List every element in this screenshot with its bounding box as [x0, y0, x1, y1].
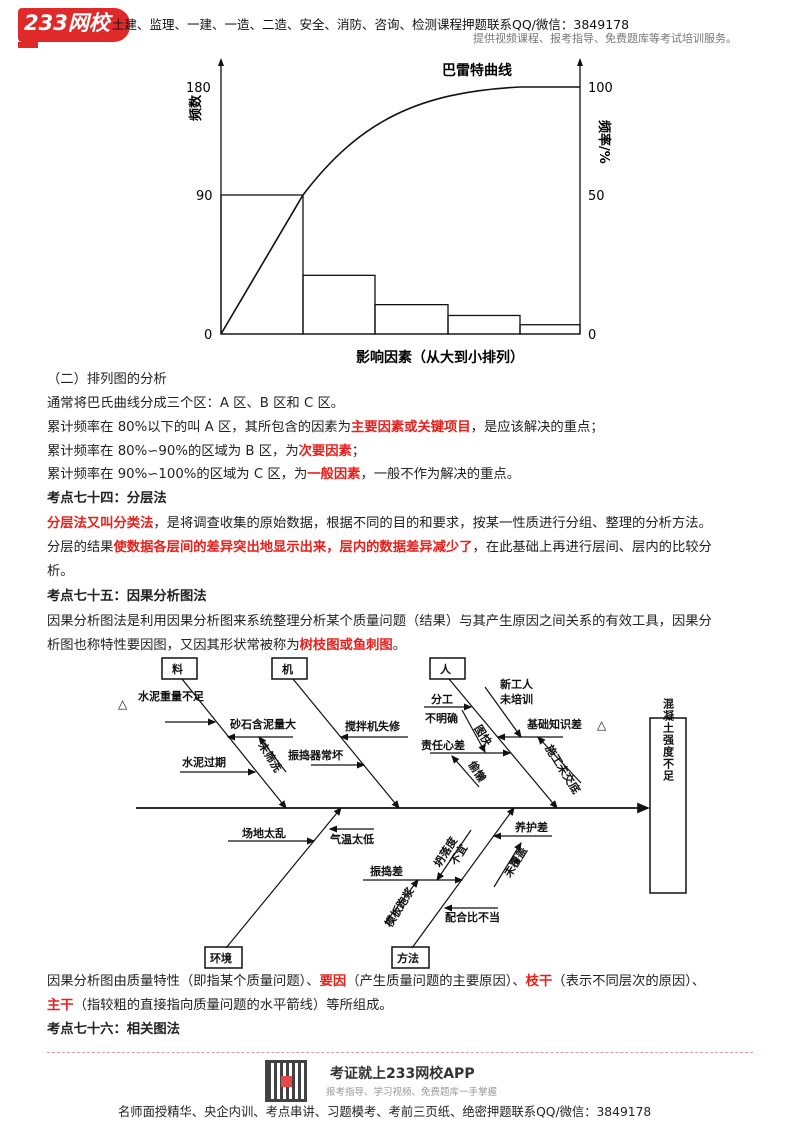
header-text: 土建、监理、一建、一造、二造、安全、消防、咨询、检测课程押题联系QQ/微信：38… — [112, 17, 630, 32]
section-heading: 考点七十五：因果分析图法 — [47, 589, 207, 604]
right-tick: 0 — [588, 328, 596, 343]
bone-machine — [292, 678, 400, 809]
bone-environment — [225, 807, 342, 949]
triangle-marker-icon: △ — [597, 718, 607, 732]
right-tick: 100 — [588, 81, 613, 96]
fishbone-diagram: 料 机 人 环境 方法 混凝土强度不足 △ △ 水泥重量不足 砂石含泥量大 未筛… — [118, 657, 687, 969]
branch-line — [461, 709, 486, 754]
bone-material — [181, 678, 287, 809]
cause-label: 搅拌机失修 — [345, 719, 401, 733]
cause-label: 砂石含泥量大 — [230, 717, 296, 731]
paragraph: 析图也称特性要因图，又因其形状常被称为树枝图或鱼刺图。 — [47, 638, 407, 653]
category-box — [161, 657, 198, 680]
paragraph: 累计频率在 80%以下的叫 A 区，其所包含的因素为主要因素或关键项目，是应该解… — [47, 420, 604, 435]
paragraph: 累计频率在 80%∽90%的区域为 B 区，为次要因素； — [47, 444, 366, 459]
cause-label: 水泥过期 — [182, 755, 226, 769]
category-method: 方法 — [397, 951, 419, 965]
section-heading: 考点七十四：分层法 — [47, 491, 167, 506]
left-tick: 0 — [204, 328, 212, 343]
branch-line — [484, 686, 522, 738]
footer-contact: 名师面授精华、央企内训、考点串讲、习题模考、考前三页纸、绝密押题联系QQ/微信：… — [118, 1105, 652, 1119]
category-box — [391, 946, 430, 969]
cause-label: 图快 — [471, 722, 495, 749]
category-environment: 环境 — [210, 951, 232, 965]
pareto-chart: 180 90 0 100 50 0 巴雷特曲线 影响因素（从大到小排列） 频数 … — [186, 58, 613, 366]
cause-label: 养护差 — [514, 820, 548, 834]
paragraph: 因果分析图由质量特性（即指某个质量问题）、要因（产生质量问题的主要原因）、枝干（… — [47, 974, 706, 989]
pareto-bar — [302, 274, 376, 335]
triangle-marker-icon: △ — [118, 697, 128, 711]
cause-label: 基础知识差 — [526, 717, 582, 731]
right-tick: 50 — [588, 189, 605, 204]
footer-subtitle: 报考指导、学习视频、免费题库一手掌握 — [326, 1087, 498, 1098]
branch-line — [258, 736, 287, 773]
left-tick: 90 — [196, 189, 213, 204]
curve-title: 巴雷特曲线 — [442, 62, 512, 79]
cause-label: 配合比不当 — [445, 910, 500, 924]
category-box — [429, 657, 466, 680]
bone-method — [411, 807, 515, 949]
cause-label: 未培训 — [499, 692, 533, 706]
cause-label: 水泥重量不足 — [138, 689, 205, 703]
category-man: 人 — [440, 662, 452, 676]
pareto-bar — [374, 304, 449, 335]
left-axis-label: 频数 — [188, 94, 204, 121]
bone-man — [448, 678, 558, 809]
pareto-curve — [220, 86, 580, 335]
paragraph: 累计频率在 90%∽100%的区域为 C 区，为一般因素，一般不作为解决的重点。 — [47, 467, 520, 482]
cause-label: 偷懒 — [465, 758, 489, 784]
branch-line — [451, 755, 480, 788]
branch-line — [436, 829, 472, 881]
right-axis-arrow-icon — [577, 58, 583, 66]
paragraph: 通常将巴氏曲线分成三个区：A 区、B 区和 C 区。 — [47, 396, 345, 411]
logo-accent — [18, 42, 38, 48]
paragraph: 因果分析图法是利用因果分析图来系统整理分析某个质量问题（结果）与其产生原因之间关… — [47, 614, 712, 629]
x-axis-label: 影响因素（从大到小排列） — [356, 349, 524, 366]
branch-line — [384, 879, 419, 924]
paragraph: 分层的结果使数据各层间的差异突出地显示出来，层内的数据差异减少了，在此基础上再进… — [47, 540, 712, 555]
paragraph: 主干（指较粗的直接指向质量问题的水平箭线）等所组成。 — [47, 998, 393, 1013]
pareto-bar — [447, 314, 521, 335]
category-machine: 机 — [282, 662, 293, 676]
cause-label: 场地太乱 — [242, 826, 286, 840]
branch-line — [537, 736, 582, 784]
paragraph: 分层法又叫分类法，是将调查收集的原始数据，根据不同的目的和要求，按某一性质进行分… — [47, 516, 712, 531]
left-tick: 180 — [186, 81, 211, 96]
cause-label: 气温太低 — [329, 832, 374, 846]
cause-label: 振捣差 — [370, 864, 403, 878]
cause-label: 分工 — [431, 692, 453, 706]
category-box — [204, 946, 243, 969]
category-box — [271, 657, 308, 680]
effect-label: 混凝土强度不足 — [662, 697, 675, 782]
section-heading: 考点七十六：相关图法 — [47, 1022, 180, 1037]
cause-label: 未覆盖 — [500, 844, 530, 880]
header-subtext: 提供视频课程、报考指导、免费题库等考试培训服务。 — [473, 32, 737, 45]
cause-label: 未筛洗 — [255, 738, 285, 774]
pareto-bar — [220, 194, 304, 335]
cause-label: 模板跑浆 — [382, 884, 418, 930]
section-subtitle: （二）排列图的分析 — [47, 372, 167, 387]
left-axis-arrow-icon — [218, 58, 224, 66]
footer-divider — [47, 1052, 753, 1053]
cause-label: 振捣器常坏 — [288, 748, 343, 762]
cause-label: 不明确 — [425, 711, 458, 725]
cause-label: 新工人 — [500, 677, 534, 691]
category-material: 料 — [172, 662, 183, 676]
cause-label: 施工未交底 — [542, 742, 583, 796]
cause-label: 责任心差 — [421, 738, 465, 752]
footer-title: 考证就上233网校APP — [330, 1066, 475, 1082]
paragraph: 析。 — [47, 564, 74, 579]
effect-box — [649, 717, 687, 894]
branch-line — [493, 841, 522, 888]
qr-code-icon — [265, 1060, 307, 1102]
right-axis-label: 频率/% — [596, 120, 612, 164]
pareto-bar — [519, 324, 581, 335]
